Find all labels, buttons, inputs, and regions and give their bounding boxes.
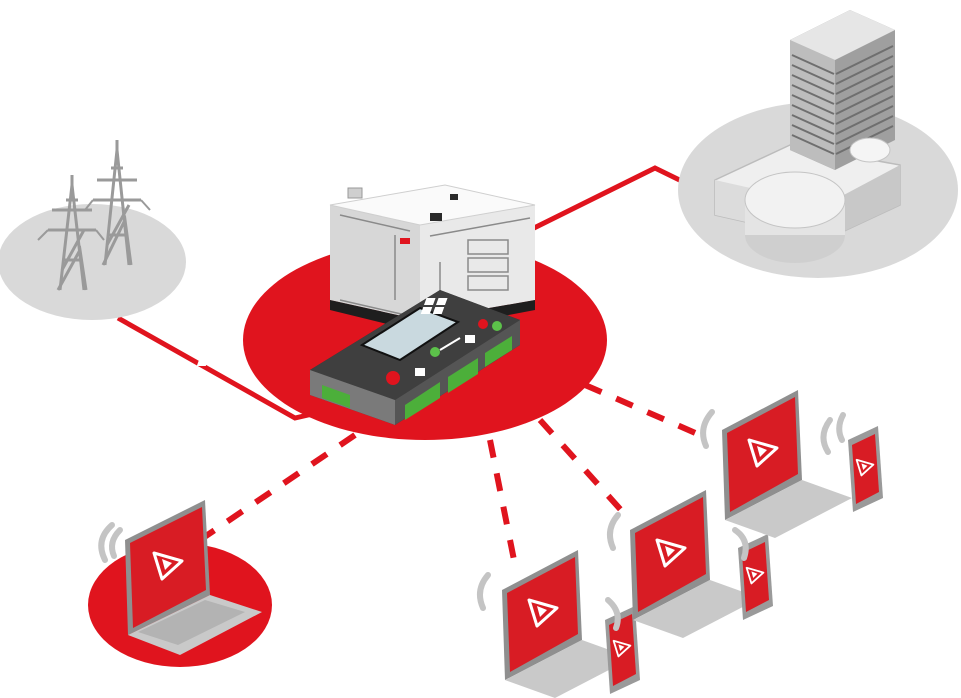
remote-laptop-3: [606, 490, 773, 638]
wireless-link-2: [487, 439, 518, 566]
wifi-signal-icon: [700, 409, 846, 455]
grid-platform: [0, 204, 186, 320]
wifi-signal-icon: [98, 522, 123, 563]
generator-controller-icon: [196, 290, 520, 425]
remote-laptop-4: [700, 390, 883, 538]
office-building-icon: [714, 10, 901, 263]
remote-laptop-2: [476, 550, 640, 698]
laptop-icon: [125, 500, 262, 655]
power-pylons-icon: [37, 140, 151, 291]
laptop-icon: [722, 390, 852, 538]
laptop-icon: [630, 490, 760, 638]
laptop-icon: [502, 550, 632, 698]
power-grid: [0, 140, 186, 320]
wireless-link-3: [537, 417, 633, 523]
building-link: [528, 165, 702, 233]
wifi-signal-icon: [606, 512, 749, 561]
wifi-signal-icon: [476, 572, 621, 631]
wireless-link-1: [198, 432, 357, 543]
remote-laptop-1: [88, 500, 272, 667]
smartphone-icon: [848, 426, 883, 512]
office-building: [678, 10, 958, 278]
wireless-links: [198, 382, 702, 566]
generator-set-icon: [329, 184, 536, 332]
wireless-link-4: [583, 382, 702, 438]
